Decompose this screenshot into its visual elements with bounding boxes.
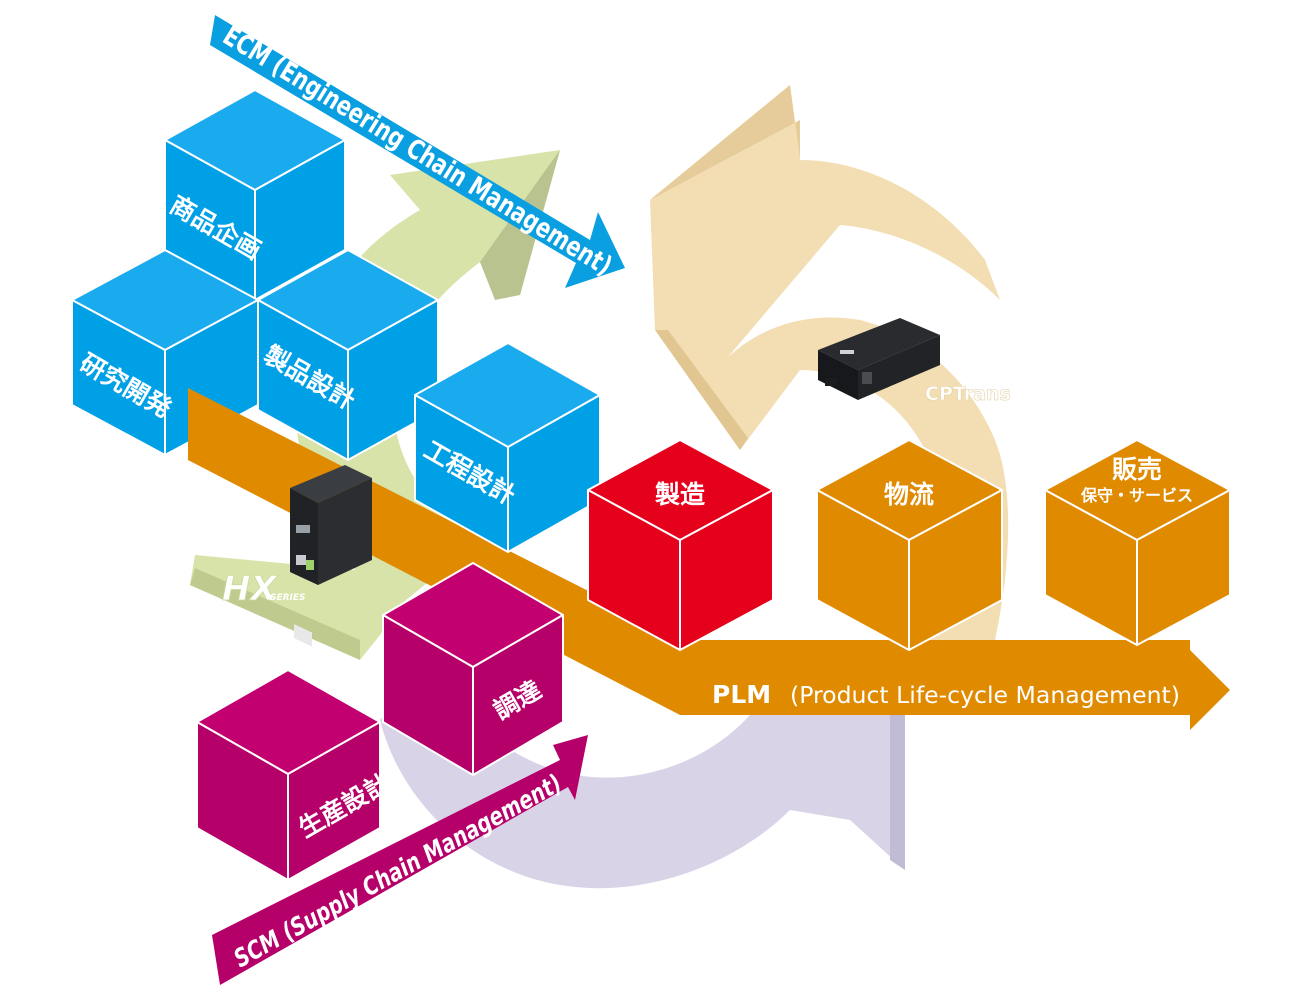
cube-seizo: 製造: [587, 439, 774, 651]
cube-chotatsu: 調達: [382, 562, 564, 776]
hx-controller: HX SERIES: [222, 465, 372, 647]
cube-butsuryu: 物流: [816, 439, 1003, 651]
cptrans-label: CPTrans: [925, 383, 1011, 405]
hx-series-label: SERIES: [270, 593, 306, 603]
cube-label-butsuryu: 物流: [884, 480, 934, 509]
cube-seisan-sekkei: 生産設計: [196, 669, 395, 881]
cube-label-seizo: 製造: [654, 480, 705, 509]
cube-label-hoshu-service: 保守・サービス: [1080, 486, 1193, 505]
plc-controller-icon: [290, 465, 372, 647]
cube-label-hanbai: 販売: [1112, 455, 1162, 484]
cube-seihin-sekkei: 製品設計: [257, 249, 439, 461]
gateway-device-icon: [818, 318, 940, 400]
scm-arrow: [212, 735, 588, 985]
cube-shohin-kikaku: 商品企画: [164, 89, 346, 301]
plm-label-bold: PLM: [712, 680, 771, 709]
plm-arrow: PLM (Product Life-cycle Management): [188, 388, 1230, 730]
cube-hanbai: 販売 保守・サービス: [1044, 439, 1231, 646]
hx-logo: HX: [222, 569, 278, 609]
cptrans-device: CPTrans: [818, 318, 1011, 405]
plm-label-rest: (Product Life-cycle Management): [790, 683, 1180, 709]
cube-kotei-sekkei: 工程設計: [414, 342, 601, 553]
